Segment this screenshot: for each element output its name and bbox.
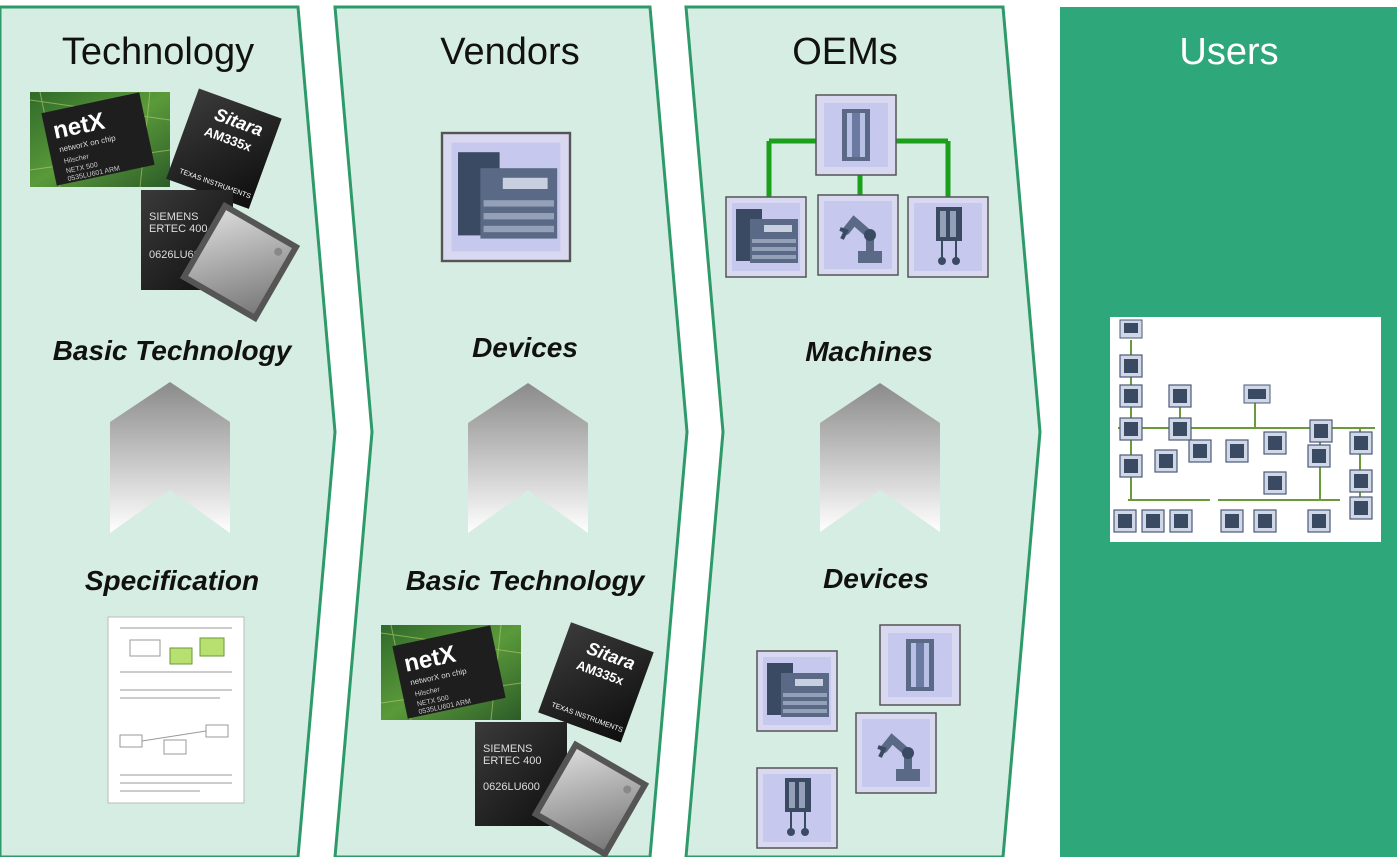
column-title-vendors: Vendors xyxy=(440,31,579,73)
svg-text:SIEMENS: SIEMENS xyxy=(149,211,199,223)
robot-icon xyxy=(856,713,936,793)
qfp-chip-image xyxy=(531,740,650,857)
label-devices-oems: Devices xyxy=(823,563,929,594)
up-arrow-oems xyxy=(820,383,940,532)
chip-cluster-vendors: netX networX on chip Hilscher NETX 500 0… xyxy=(380,622,654,857)
rack-icon xyxy=(815,94,897,176)
monitor-icon xyxy=(1119,319,1143,339)
column-title-oems: OEMs xyxy=(792,31,898,73)
svg-text:SIEMENS: SIEMENS xyxy=(483,743,533,755)
svg-text:ERTEC 400: ERTEC 400 xyxy=(149,223,208,235)
controller-icon xyxy=(725,196,807,278)
sitara-chip-image: Sitara AM335x TEXAS INSTRUMENTS xyxy=(166,88,282,209)
rack-icon xyxy=(879,624,961,706)
specification-document-image xyxy=(107,616,245,804)
vendor-device-icon xyxy=(440,131,572,263)
column-title-users: Users xyxy=(1179,31,1278,73)
netx-chip-image: netX networX on chip Hilscher NETX 500 0… xyxy=(29,91,171,188)
label-specification: Specification xyxy=(85,565,259,596)
label-basic-technology-vendors: Basic Technology xyxy=(406,565,646,596)
column-title-technology: Technology xyxy=(62,31,254,73)
controller-icon xyxy=(756,650,838,732)
label-basic-technology-technology: Basic Technology xyxy=(53,335,293,366)
svg-text:0626LU600: 0626LU600 xyxy=(483,781,540,793)
users-plant-network-image xyxy=(1110,317,1381,542)
qfp-chip-image xyxy=(179,201,301,323)
svg-text:ERTEC 400: ERTEC 400 xyxy=(483,755,542,767)
oem-network-diagram xyxy=(725,94,989,278)
chip-cluster-technology: netX networX on chip Hilscher NETX 500 0… xyxy=(29,88,301,323)
label-machines: Machines xyxy=(805,336,933,367)
cabinet-icon xyxy=(756,767,838,849)
label-devices-vendors: Devices xyxy=(472,332,578,363)
up-arrow-vendors xyxy=(468,383,588,533)
robot-icon xyxy=(818,195,898,275)
up-arrow-technology xyxy=(110,382,230,533)
netx-chip-image: netX networX on chip Hilscher NETX 500 0… xyxy=(380,624,522,721)
cabinet-icon xyxy=(907,196,989,278)
